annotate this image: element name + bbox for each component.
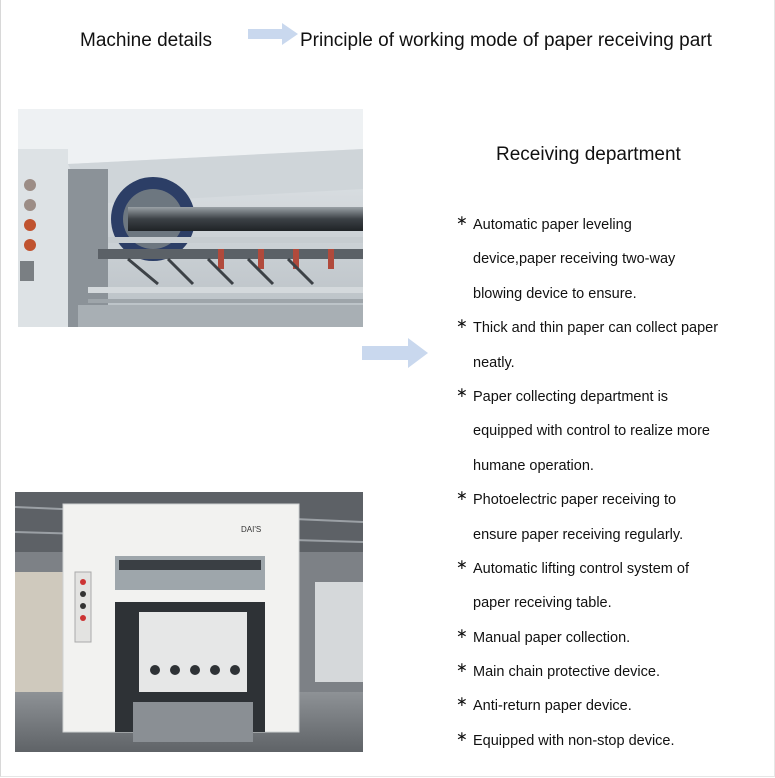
bullet-star-icon: ∗	[456, 555, 468, 572]
right-arrow-icon	[248, 23, 298, 45]
bullet-star-icon: ∗	[456, 315, 468, 332]
feature-text: Photoelectric paper receiving to	[473, 492, 677, 509]
feature-item: ∗ Manual paper collection.	[456, 625, 718, 659]
feature-text: blowing device to ensure.	[473, 285, 637, 302]
bullet-star-icon: ∗	[456, 693, 468, 710]
bullet-star-icon: ∗	[456, 659, 468, 676]
receiving-department-title: Receiving department	[496, 144, 681, 165]
feature-item: ∗ Anti-return paper device.	[456, 693, 718, 727]
feature-text: Anti-return paper device.	[473, 698, 632, 715]
receiving-part-photo	[18, 109, 363, 327]
bullet-star-icon: ∗	[456, 624, 468, 641]
right-arrow-icon	[362, 338, 428, 368]
feature-item: ∗ Automatic paper leveling device,paper re…	[456, 212, 718, 315]
machine-details-heading: Machine details	[80, 30, 213, 51]
feature-item: ∗ Paper collecting department is equipped …	[456, 384, 718, 487]
feature-text: equipped with control to realize more	[473, 423, 710, 440]
feature-item: ∗ Equipped with non-stop device.	[456, 728, 718, 762]
feature-item: ∗ Photoelectric paper receiving to ensure …	[456, 487, 718, 556]
feature-text: neatly.	[473, 354, 515, 371]
machine-photo: DAI'S	[15, 492, 363, 752]
feature-text: humane operation.	[473, 457, 594, 474]
feature-text: Paper collecting department is	[473, 388, 669, 405]
bullet-star-icon: ∗	[456, 487, 468, 504]
feature-item: ∗ Main chain protective device.	[456, 659, 718, 693]
feature-text: Main chain protective device.	[473, 664, 660, 681]
feature-list: ∗ Automatic paper leveling device,paper re…	[456, 212, 718, 762]
feature-item: ∗ Thick and thin paper can collect paper n…	[456, 315, 718, 384]
feature-text: Manual paper collection.	[473, 629, 631, 646]
feature-text: ensure paper receiving regularly.	[473, 526, 684, 543]
bullet-star-icon: ∗	[456, 383, 468, 400]
feature-text: Automatic paper leveling	[473, 217, 632, 233]
feature-text: device,paper receiving two-way	[473, 251, 676, 268]
bullet-star-icon: ∗	[456, 727, 468, 744]
feature-item: ∗ Automatic lifting control system of pape…	[456, 556, 718, 625]
brand-label: DAI'S	[241, 525, 261, 534]
feature-text: paper receiving table.	[473, 595, 612, 612]
working-principle-heading: Principle of working mode of paper recei…	[300, 30, 712, 51]
feature-text: Automatic lifting control system of	[473, 560, 689, 577]
bullet-star-icon: ∗	[456, 212, 468, 228]
feature-text: Equipped with non-stop device.	[473, 732, 675, 749]
feature-text: Thick and thin paper can collect paper	[473, 320, 719, 337]
